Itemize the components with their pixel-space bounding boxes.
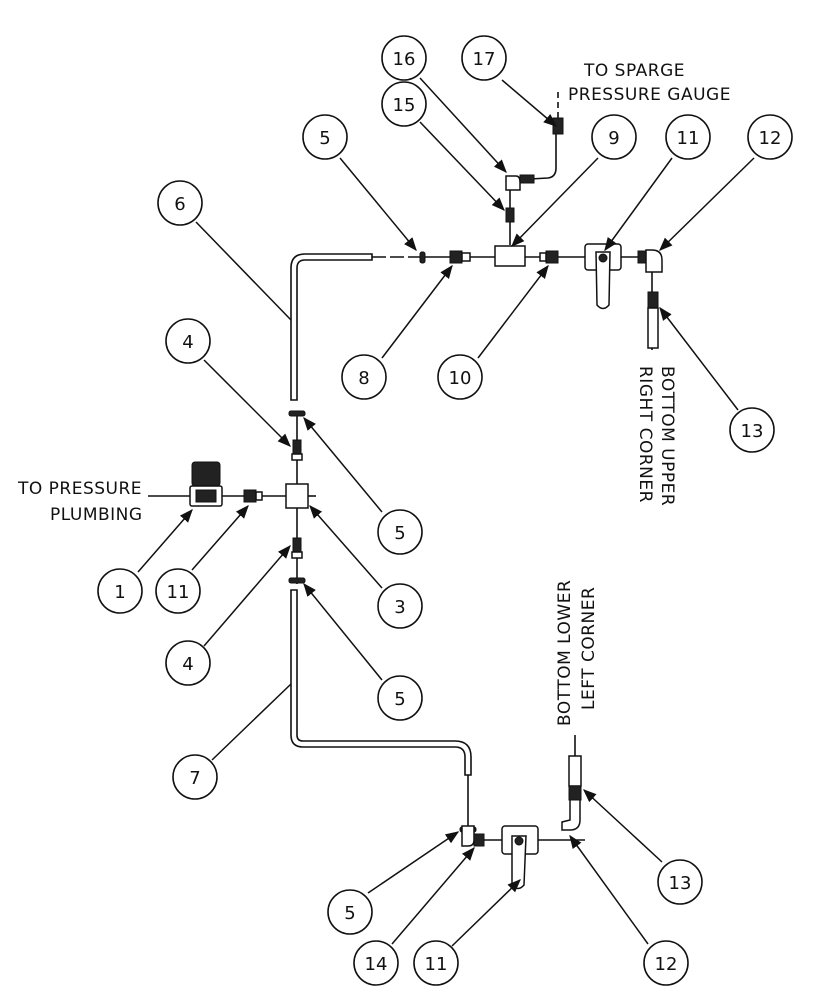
svg-text:4: 4 <box>182 654 193 675</box>
svg-text:1: 1 <box>114 582 125 603</box>
svg-text:13: 13 <box>741 421 764 442</box>
callout-7: 7 <box>172 754 218 800</box>
elbow-14 <box>461 825 485 847</box>
callout-11-lower: 11 <box>413 940 459 986</box>
callout-12-upper: 12 <box>747 114 793 160</box>
fitting-4-lower <box>291 537 303 559</box>
ball-valve-11-upper <box>584 243 640 310</box>
text-labels: TO PRESSURE PLUMBING TO SPARGE PRESSURE … <box>17 61 731 726</box>
elbow-12-upper <box>637 249 663 273</box>
callout-bubbles: 1 11 3 4 4 5 5 5 5 6 7 8 9 10 11 12 13 1… <box>97 35 793 986</box>
callout-5-bottom: 5 <box>327 889 373 935</box>
svg-text:14: 14 <box>365 954 388 975</box>
svg-text:13: 13 <box>669 873 692 894</box>
callout-5-lower: 5 <box>377 675 423 721</box>
callout-8: 8 <box>341 354 387 400</box>
piping <box>220 92 653 841</box>
label-lower-left-1: BOTTOM LOWER <box>555 580 575 726</box>
fitting-2 <box>243 489 263 503</box>
components <box>168 117 663 890</box>
svg-text:9: 9 <box>608 128 619 149</box>
label-sparge-2: PRESSURE GAUGE <box>568 85 731 105</box>
callout-12-lower: 12 <box>643 940 689 986</box>
svg-text:17: 17 <box>473 49 496 70</box>
svg-text:6: 6 <box>174 194 185 215</box>
svg-text:15: 15 <box>393 95 416 116</box>
gauge-fittings <box>505 117 564 191</box>
svg-text:3: 3 <box>394 597 405 618</box>
callout-15: 15 <box>381 81 427 127</box>
label-sparge-1: TO SPARGE <box>583 61 685 81</box>
svg-text:5: 5 <box>394 523 405 544</box>
callout-13-lower: 13 <box>657 859 703 905</box>
svg-text:10: 10 <box>449 368 472 389</box>
callout-5-mid: 5 <box>377 509 423 555</box>
svg-text:5: 5 <box>394 689 405 710</box>
label-pressure-plumbing-1: TO PRESSURE <box>17 479 142 499</box>
svg-text:16: 16 <box>393 49 416 70</box>
label-pressure-plumbing-2: PLUMBING <box>50 505 143 525</box>
svg-text:4: 4 <box>182 332 193 353</box>
callout-4-lower: 4 <box>165 640 211 686</box>
elbow-12-lower <box>561 797 581 831</box>
solenoid-valve <box>168 461 223 507</box>
label-upper-right-1: BOTTOM UPPER <box>657 366 677 506</box>
svg-text:11: 11 <box>167 582 190 603</box>
svg-text:11: 11 <box>677 128 700 149</box>
callout-1: 1 <box>97 568 143 614</box>
callout-3: 3 <box>377 583 423 629</box>
svg-text:12: 12 <box>759 128 782 149</box>
callout-11-upper: 11 <box>665 114 711 160</box>
svg-text:7: 7 <box>189 768 200 789</box>
callout-14: 14 <box>353 940 399 986</box>
ball-valve-11-lower <box>501 825 539 890</box>
fitting-4-upper <box>291 439 303 461</box>
callout-10: 10 <box>437 354 483 400</box>
label-lower-left-2: LEFT CORNER <box>579 587 599 710</box>
fitting-10 <box>539 250 559 264</box>
svg-text:8: 8 <box>358 368 369 389</box>
callout-9: 9 <box>591 114 637 160</box>
callout-13-upper: 13 <box>729 407 775 453</box>
label-upper-right-2: RIGHT CORNER <box>635 366 655 503</box>
tee-3 <box>285 483 316 509</box>
tube-6 <box>290 253 373 401</box>
callout-4-upper: 4 <box>165 318 211 364</box>
callout-2: 11 <box>155 568 201 614</box>
svg-text:12: 12 <box>655 954 678 975</box>
callout-6: 6 <box>157 180 203 226</box>
fitting-8 <box>449 250 471 264</box>
callout-17: 17 <box>461 35 507 81</box>
tube-13-lower <box>568 735 582 801</box>
tube-7 <box>290 589 472 776</box>
callout-5-top: 5 <box>302 114 348 160</box>
tee-9 <box>494 207 526 267</box>
leaders <box>137 77 755 947</box>
svg-text:11: 11 <box>425 954 448 975</box>
svg-text:5: 5 <box>344 903 355 924</box>
tube-13-upper <box>647 291 659 349</box>
callout-16: 16 <box>381 35 427 81</box>
svg-text:5: 5 <box>319 128 330 149</box>
